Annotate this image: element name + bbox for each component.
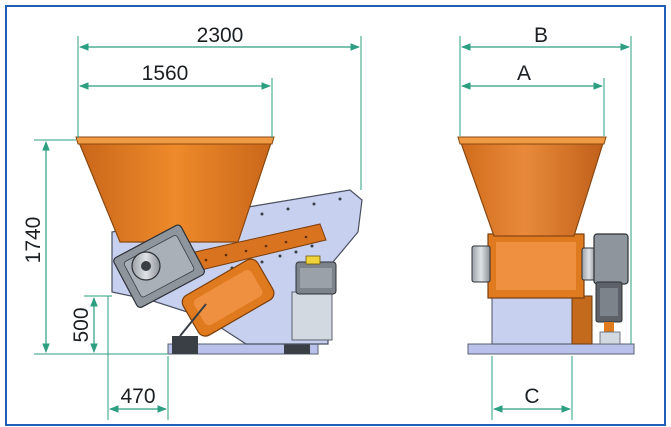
front-lower-frame (491, 295, 573, 345)
side-drive-hub (141, 261, 151, 271)
dim-2300-label: 2300 (197, 24, 244, 47)
side-strut (179, 303, 207, 337)
side-base-plate (167, 343, 319, 355)
dim-500-label: 500 (70, 307, 93, 342)
drawing-frame (5, 5, 666, 426)
front-view: B A C (457, 24, 635, 420)
front-motor-support (599, 331, 621, 345)
front-cutter-highlight (496, 242, 576, 290)
dim-470-label: 470 (120, 385, 155, 408)
dim-A-label: A (517, 62, 531, 85)
side-motor-shroud (181, 258, 275, 337)
feed-channel-bolts (184, 235, 308, 266)
side-motor-fins (300, 268, 332, 288)
front-motor-fins (600, 288, 618, 316)
front-left-bearing (471, 245, 491, 283)
dim-1740-label: 1740 (22, 217, 45, 264)
side-motor-terminal (305, 255, 321, 265)
front-base-plate (467, 343, 635, 355)
front-lower-frame-side (571, 295, 593, 345)
side-foot-left (172, 336, 198, 354)
side-view: 2300 1560 1740 500 470 (22, 24, 363, 420)
dim-C-label: C (524, 385, 539, 408)
front-hopper-rim (457, 136, 607, 145)
side-control-box (291, 291, 333, 341)
side-hopper-rim (75, 136, 275, 145)
dim-B-label: B (534, 24, 548, 47)
dim-1560-label: 1560 (142, 62, 189, 85)
front-gearbox (593, 233, 629, 285)
front-motor-foot (604, 322, 614, 332)
